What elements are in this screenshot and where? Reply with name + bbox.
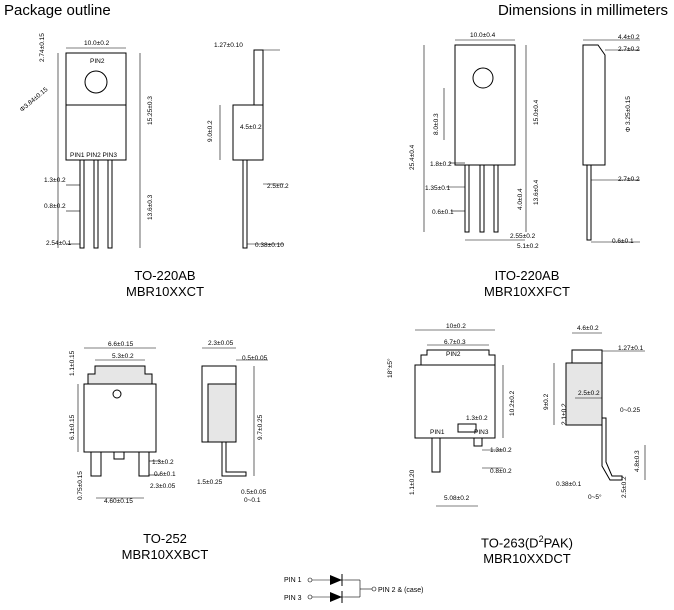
to252-width-dim: 6.6±0.15 xyxy=(108,341,134,348)
to263-leadlen-dim: 1.1±0.20 xyxy=(409,469,416,495)
to220-leadw-dim: 1.3±0.2 xyxy=(44,177,66,184)
to252-leadw-dim: 1.3±0.2 xyxy=(152,459,174,466)
to220-pins-label: PIN1 PIN2 PIN3 xyxy=(70,152,117,159)
to263-sidegap-dim: 2.5±0.2 xyxy=(578,390,600,397)
to252-leadlen-dim: 0.75±0.15 xyxy=(77,471,84,500)
to220-bodyh-dim: 15.25±0.3 xyxy=(147,96,154,125)
to220-side-lead-dim: 2.5±0.2 xyxy=(267,183,289,190)
to252-side-top-dim: 2.3±0.05 xyxy=(208,340,234,347)
ito220-side-thick-dim: 0.6±0.1 xyxy=(612,238,634,245)
ito220-side-lead-dim: 2.7±0.2 xyxy=(618,176,640,183)
to263-leadw2-dim: 1.3±0.2 xyxy=(490,447,512,454)
ito220-leadoff-dim: 4.0±0.4 xyxy=(517,188,524,210)
to263-leadw-dim: 1.3±0.2 xyxy=(466,415,488,422)
to220-tabtop-dim: 2.74±0.15 xyxy=(39,33,46,62)
to263-side-top2-dim: 1.27±0.1 xyxy=(618,345,644,352)
ito220-leadt-dim: 0.6±0.1 xyxy=(432,209,454,216)
to252-tabw-dim: 5.3±0.2 xyxy=(112,353,134,360)
to263-sideh2-dim: 2.1±0.2 xyxy=(561,403,568,425)
to220-leadt-dim: 0.8±0.2 xyxy=(44,203,66,210)
to252-leadspan-dim: 2.3±0.05 xyxy=(150,483,176,490)
to263-angletop-dim: 18°±5° xyxy=(386,358,394,378)
to263-width-dim: 10±0.2 xyxy=(446,323,466,330)
to263-pin1-label: PIN1 xyxy=(430,429,445,436)
to252-front-view: 6.6±0.15 5.3±0.2 1.1±0.15 6.1±0.15 0.75±… xyxy=(69,341,176,505)
ito220-part: MBR10XXFCT xyxy=(484,284,570,299)
to263-pin3-label: PIN3 xyxy=(474,429,489,436)
to220-pitch-dim: 2.54±0.1 xyxy=(46,240,72,247)
ito220-side-top2-dim: 2.7±0.2 xyxy=(618,46,640,53)
to252-caption: TO-252 MBR10XXBCT xyxy=(80,531,250,563)
ito220-caption: ITO-220AB MBR10XXFCT xyxy=(442,268,612,300)
to263-pin2-label: PIN2 xyxy=(446,351,461,358)
to252-part: MBR10XXBCT xyxy=(121,547,209,562)
ito220-front-view: 10.0±0.4 25.4±0.4 8.0±0.3 15.0±0.4 13.6±… xyxy=(409,32,540,250)
to263-tabw-dim: 6.7±0.3 xyxy=(444,339,466,346)
to263-caption: TO-263(D2PAK) MBR10XXDCT xyxy=(442,531,612,567)
to263-sideangle-dim: 0~0.25 xyxy=(620,407,640,414)
ito220-leadw-dim: 1.8±0.2 xyxy=(430,161,452,168)
ito220-holeh-dim: 8.0±0.3 xyxy=(433,113,440,135)
to252-tabh-dim: 1.1±0.15 xyxy=(69,350,76,376)
to220-name: TO-220AB xyxy=(134,268,196,283)
to263-pitch-dim: 5.08±0.2 xyxy=(444,495,470,502)
schematic-pin1-label: PIN 1 xyxy=(284,577,302,584)
to263-front-view: PIN2 PIN1 PIN3 18°±5° 10±0.2 6.7±0.3 10.… xyxy=(386,323,516,507)
to220-caption: TO-220AB MBR10XXCT xyxy=(80,268,250,300)
ito220-name: ITO-220AB xyxy=(494,268,560,283)
ito220-side-hole-dim: Φ 3.25±0.15 xyxy=(625,96,632,132)
ito220-leadw2-dim: 1.35±0.1 xyxy=(425,185,451,192)
to252-side-view: 2.3±0.05 0.5±0.05 9.7±0.25 1.5±0.25 0.5±… xyxy=(197,340,268,504)
to252-foott-dim: 0.5±0.05 xyxy=(241,489,267,496)
to220-front-view: PIN2 PIN1 PIN2 PIN3 10.0±0.2 2.74±0.15 Φ… xyxy=(19,33,154,249)
package-outline-title: Package outline xyxy=(4,2,111,19)
ito220-bodyh-dim: 15.0±0.4 xyxy=(533,99,540,125)
to252-leadt-dim: 0.6±0.1 xyxy=(154,471,176,478)
to220-side-body-dim: 4.5±0.2 xyxy=(240,124,262,131)
to220-side-thick-dim: 0.38±0.10 xyxy=(255,242,284,249)
to220-side-top-dim: 1.27±0.10 xyxy=(214,42,243,49)
to220-width-dim: 10.0±0.2 xyxy=(84,40,110,47)
ito220-leadlen-dim: 13.6±0.4 xyxy=(533,179,540,205)
to263-footh-dim: 4.8±0.3 xyxy=(634,450,641,472)
to252-totalh-dim: 9.7±0.25 xyxy=(257,414,264,440)
to252-name: TO-252 xyxy=(143,531,187,546)
to252-foot-dim: 1.5±0.25 xyxy=(197,479,223,486)
to220-side-h-dim: 9.0±0.2 xyxy=(207,120,214,142)
to263-anglebot-dim: 0~5° xyxy=(588,493,602,501)
to263-side-top-dim: 4.6±0.2 xyxy=(577,325,599,332)
to220-leadlen-dim: 13.6±0.3 xyxy=(147,194,154,220)
diode-schematic: PIN 1 PIN 3 PIN 2 & (case) xyxy=(284,574,424,603)
to263-part: MBR10XXDCT xyxy=(483,551,571,567)
ito220-side-view: 4.4±0.2 2.7±0.2 Φ 3.25±0.15 2.7±0.2 0.6±… xyxy=(582,34,640,245)
to252-side-top2-dim: 0.5±0.05 xyxy=(242,355,268,362)
to263-bodyh-dim: 10.2±0.2 xyxy=(509,390,516,416)
to263-leadt-dim: 0.8±0.2 xyxy=(490,468,512,475)
to220-hole-dim: Φ3.84±0.15 xyxy=(19,86,50,114)
to220-pin2-label: PIN2 xyxy=(90,58,105,65)
schematic-pin2-label: PIN 2 & (case) xyxy=(378,587,424,594)
dimensions-units-title: Dimensions in millimeters xyxy=(497,2,668,19)
schematic-pin3-label: PIN 3 xyxy=(284,595,302,602)
ito220-width-dim: 10.0±0.4 xyxy=(470,32,496,39)
to263-foot-dim: 2.5±0.2 xyxy=(621,476,628,498)
to263-side-view: 4.6±0.2 1.27±0.1 9±0.2 2.1±0.2 2.5±0.2 0… xyxy=(543,325,646,501)
to252-bodyh-dim: 6.1±0.15 xyxy=(69,414,76,440)
to252-angle-dim: 0~0.1 xyxy=(244,497,261,504)
ito220-pitch-dim: 2.55±0.2 xyxy=(510,233,536,240)
ito220-totalh-dim: 25.4±0.4 xyxy=(409,144,416,170)
to263-sideh-dim: 9±0.2 xyxy=(543,393,550,410)
ito220-side-top-dim: 4.4±0.2 xyxy=(618,34,640,41)
to263-thick-dim: 0.38±0.1 xyxy=(556,481,582,488)
to263-name: TO-263(D2PAK) xyxy=(481,534,573,551)
to220-part: MBR10XXCT xyxy=(125,284,205,299)
ito220-span-dim: 5.1±0.2 xyxy=(517,243,539,250)
to252-pitch-dim: 4.60±0.15 xyxy=(104,498,133,505)
to220-side-view: 1.27±0.10 9.0±0.2 4.5±0.2 2.5±0.2 0.38±0… xyxy=(207,42,289,249)
